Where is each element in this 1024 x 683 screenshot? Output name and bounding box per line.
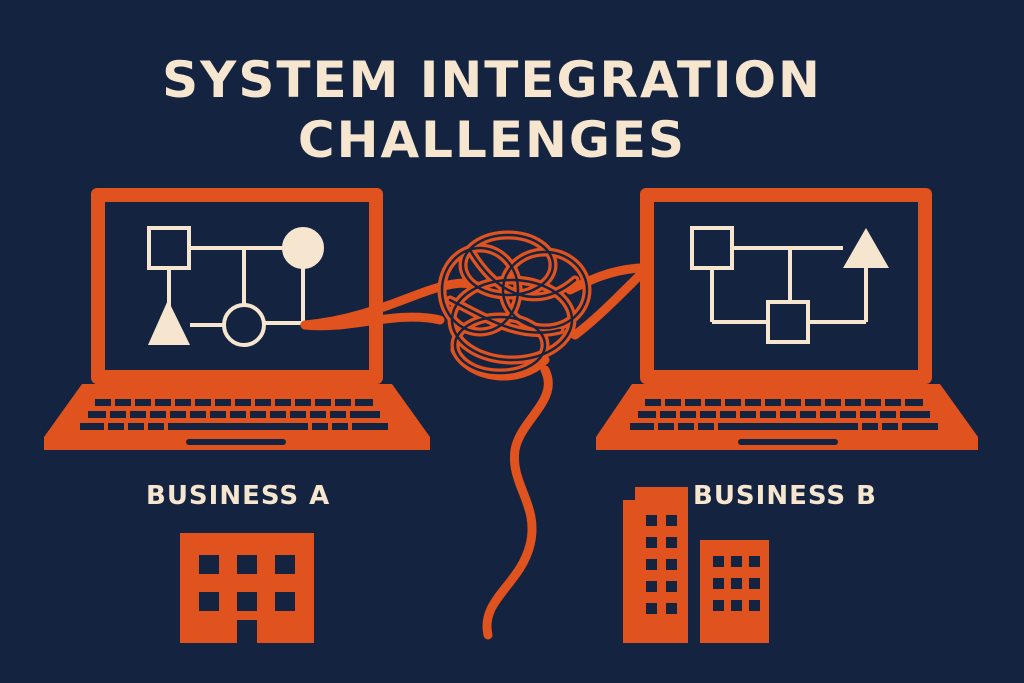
laptop-b-icon xyxy=(596,188,978,450)
laptop-a-icon xyxy=(44,188,430,450)
keyboard-b xyxy=(630,399,938,430)
flowchart-a-icon xyxy=(147,226,324,347)
keyboard-a xyxy=(80,399,388,430)
business-a-label: BUSINESS A xyxy=(146,481,331,511)
tangled-cable-icon xyxy=(300,230,645,640)
flowchart-b-icon xyxy=(690,226,889,344)
title-line-2: CHALLENGES xyxy=(297,111,687,169)
title-line-1: SYSTEM INTEGRATION xyxy=(162,51,822,109)
building-b-icon xyxy=(623,487,769,643)
business-b-label: BUSINESS B xyxy=(693,481,878,511)
building-a-icon xyxy=(180,533,314,643)
